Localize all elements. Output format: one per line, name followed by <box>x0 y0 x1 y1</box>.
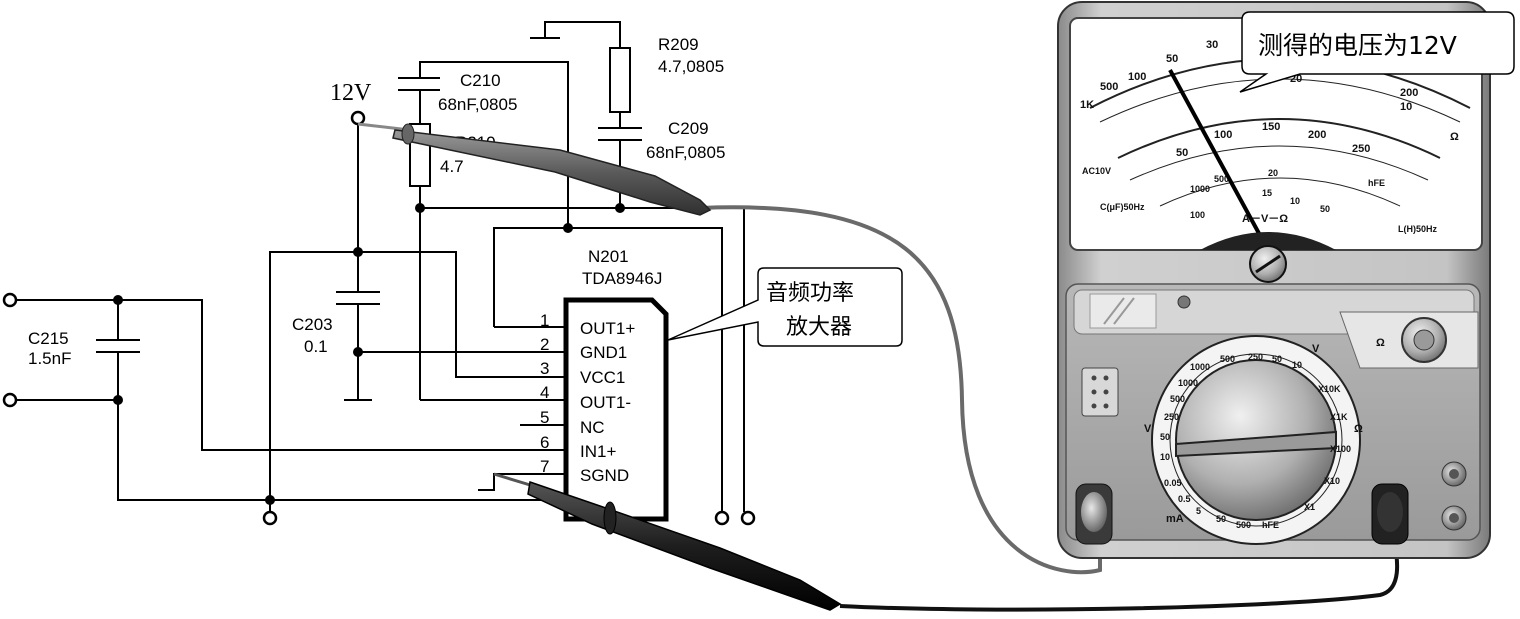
resistor-r209 <box>609 47 631 113</box>
dial-v-label: V <box>1144 423 1152 435</box>
r210-value: 4.7 <box>440 157 464 176</box>
c209-value: 68nF,0805 <box>646 143 725 162</box>
dial-ma-label: mA <box>1166 513 1184 525</box>
scale-mid-label: 200 <box>1308 129 1326 141</box>
c215-ref: C215 <box>28 329 69 348</box>
dial-range-label: 500 <box>1220 354 1235 364</box>
scale-mid-label: 150 <box>1262 121 1280 133</box>
pin-name: NC <box>580 418 605 437</box>
dial-range-label: X1 <box>1304 502 1315 512</box>
scale-top-label: 10 <box>1400 101 1412 113</box>
dial-range-label: X10K <box>1318 384 1341 394</box>
red-probe <box>357 122 712 216</box>
pin-num: 5 <box>540 408 549 427</box>
inductance-label: L(H)50Hz <box>1398 224 1438 234</box>
dial-range-label: 0.5 <box>1178 494 1191 504</box>
pin-name: IN1+ <box>580 442 616 461</box>
scale-low-label: 100 <box>1190 210 1205 220</box>
dial-range-label: 50 <box>1272 354 1282 364</box>
ic-callout-line1: 音频功率 <box>766 281 854 306</box>
scale-low-label: 1000 <box>1190 184 1210 194</box>
ic-pin-labels: 1 OUT1+ 2 GND1 3 VCC1 4 OUT1- 5 NC 6 IN1… <box>540 311 635 485</box>
scale-mid-label: 100 <box>1214 129 1232 141</box>
ohm-scale-symbol: Ω <box>1450 131 1459 143</box>
dial-range-label: X1K <box>1330 412 1348 422</box>
ic-part: TDA8946J <box>582 269 662 288</box>
c209-ref: C209 <box>668 119 709 138</box>
ic-callout: 音频功率 放大器 <box>667 267 903 347</box>
dial-range-label: 50 <box>1160 432 1170 442</box>
ohm-adjust-label: Ω <box>1376 337 1385 349</box>
dial-range-label: 250 <box>1164 412 1179 422</box>
dial-range-label: 1000 <box>1178 378 1198 388</box>
scale-low-label: 500 <box>1214 174 1229 184</box>
scale-mid-label: 50 <box>1176 147 1188 159</box>
scale-left-label: 100 <box>1128 71 1146 83</box>
pin-name: OUT1+ <box>580 319 635 338</box>
dial-range-label: 500 <box>1170 394 1185 404</box>
circuit-labels: 12V R209 4.7,0805 C210 68nF,0805 R210 4.… <box>28 35 725 368</box>
supply-label: 12V <box>330 80 372 106</box>
dial-range-label: hFE <box>1262 520 1279 530</box>
black-probe <box>493 472 842 611</box>
meter-callout: 测得的电压为12V <box>1239 11 1515 93</box>
pin-name: VCC1 <box>580 368 625 387</box>
capacitance-label: C(μF)50Hz <box>1100 202 1145 212</box>
c203-ref: C203 <box>292 315 333 334</box>
pin-name: GND1 <box>580 343 627 362</box>
dial-range-label: 50 <box>1216 514 1226 524</box>
dial-v-top-label: V <box>1312 343 1320 355</box>
scale-low-label: 50 <box>1320 204 1330 214</box>
r209-ref: R209 <box>658 35 699 54</box>
scale-low-label: 15 <box>1262 188 1272 198</box>
dial-range-label: 250 <box>1248 352 1263 362</box>
pin-num: 4 <box>540 383 549 402</box>
c210-value: 68nF,0805 <box>438 95 517 114</box>
dial-range-label: 0.05 <box>1164 478 1182 488</box>
ic-n201 <box>563 297 669 522</box>
scale-low-label: 10 <box>1290 196 1300 206</box>
dial-range-label: 500 <box>1236 520 1251 530</box>
dial-range-label: X10 <box>1324 476 1340 486</box>
scale-mid-label: 250 <box>1352 143 1370 155</box>
ac-range-label: AC10V <box>1082 166 1111 176</box>
c215-value: 1.5nF <box>28 349 71 368</box>
scale-left-label: 200 <box>1400 87 1418 99</box>
dial-range-label: 10 <box>1292 360 1302 370</box>
dial-range-label: 5 <box>1196 506 1201 516</box>
multimeter: 50 30 20 10 500 1K 100 200 100 150 200 2… <box>1057 1 1491 559</box>
scale-low-label: 20 <box>1268 168 1278 178</box>
dial-range-label: 1000 <box>1190 362 1210 372</box>
pin-num: 7 <box>540 457 549 476</box>
scale-left-label: 1K <box>1080 99 1094 111</box>
pin-num: 2 <box>540 335 549 354</box>
meter-reading-text: 测得的电压为12V <box>1258 31 1457 60</box>
pin-num: 6 <box>540 433 549 452</box>
ic-callout-line2: 放大器 <box>786 315 852 340</box>
ic-ref: N201 <box>588 247 629 266</box>
dial-range-label: 10 <box>1160 452 1170 462</box>
hfe-socket[interactable] <box>1081 367 1119 417</box>
pin-num: 1 <box>540 311 549 330</box>
test-lead-wires <box>699 205 1400 612</box>
c203-value: 0.1 <box>304 337 328 356</box>
c210-ref: C210 <box>460 71 501 90</box>
pin-name: SGND <box>580 466 629 485</box>
scale-top-label: 50 <box>1166 53 1178 65</box>
pin-name: OUT1- <box>580 393 631 412</box>
meter-needle <box>1168 69 1270 251</box>
scale-top-label: 30 <box>1206 39 1218 51</box>
pin-num: 3 <box>540 359 549 378</box>
hfe-label: hFE <box>1368 178 1385 188</box>
dial-ohm-label: Ω <box>1354 423 1363 435</box>
r209-value: 4.7,0805 <box>658 57 724 76</box>
scale-left-label: 500 <box>1100 81 1118 93</box>
dial-range-label: X100 <box>1330 444 1351 454</box>
